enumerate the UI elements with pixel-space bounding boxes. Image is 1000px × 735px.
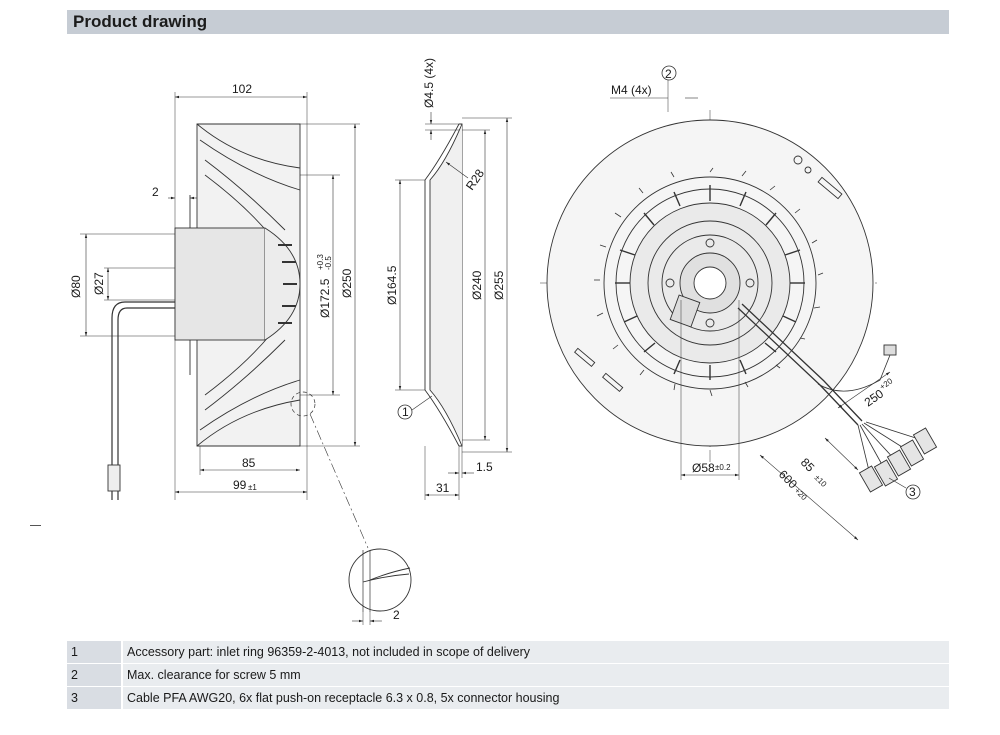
note-row: 3 Cable PFA AWG20, 6x flat push-on recep…	[67, 687, 949, 710]
dim-outer-dia: Ø250	[340, 268, 354, 298]
note-text: Cable PFA AWG20, 6x flat push-on recepta…	[123, 687, 949, 709]
note-text: Max. clearance for screw 5 mm	[123, 664, 949, 686]
dim-hole: Ø4.5 (4x)	[422, 58, 436, 108]
dim-cable-85: 85	[798, 455, 818, 475]
dim-hub-dia: Ø80	[69, 275, 83, 298]
dim-rotor-tol-up: +0.3	[316, 254, 325, 270]
note-row: 1 Accessory part: inlet ring 96359-2-401…	[67, 641, 949, 664]
note-number: 2	[67, 664, 121, 686]
dim-ring-thickness: 1.5	[476, 460, 493, 474]
callout-3: 3	[909, 485, 916, 499]
side-view-labels: 102 2 Ø80 Ø27 Ø172.5 +0.3 -0.5 Ø250 85 9…	[69, 82, 354, 492]
section-header: Product drawing	[67, 10, 949, 34]
margin-mark	[30, 525, 41, 526]
dim-thread: M4 (4x)	[611, 83, 652, 97]
side-view	[80, 92, 369, 549]
detail-view	[348, 548, 412, 625]
dim-mid-dia: Ø240	[470, 270, 484, 300]
front-view	[540, 65, 938, 541]
dim-rotor-tol-low: -0.5	[324, 256, 333, 270]
dim-gap-2: 2	[152, 185, 159, 199]
note-number: 3	[67, 687, 121, 709]
dim-detail-gap: 2	[393, 608, 400, 622]
dim-hub-58-tol: ±0.2	[715, 463, 731, 472]
dim-width-102: 102	[232, 82, 252, 96]
dim-cable-85-tol: ±10	[813, 473, 829, 489]
dim-depth-85: 85	[242, 456, 256, 470]
technical-drawing: 102 2 Ø80 Ø27 Ø172.5 +0.3 -0.5 Ø250 85 9…	[69, 58, 938, 625]
dim-ring-width: 31	[436, 481, 450, 495]
dim-rotor-dia: Ø172.5	[318, 278, 332, 318]
notes-table: 1 Accessory part: inlet ring 96359-2-401…	[67, 641, 949, 710]
note-row: 2 Max. clearance for screw 5 mm	[67, 664, 949, 687]
dim-radius: R28	[463, 166, 487, 192]
note-number: 1	[67, 641, 121, 663]
inlet-ring-view	[395, 112, 512, 500]
dim-total-depth-tol: ±1	[248, 483, 257, 492]
dim-hub-58: Ø58	[692, 461, 715, 475]
callout-1: 1	[402, 405, 409, 419]
dim-inlet-dia: Ø164.5	[385, 265, 399, 305]
dim-ring-outer-dia: Ø255	[492, 270, 506, 300]
dim-total-depth: 99	[233, 478, 247, 492]
callout-2: 2	[665, 67, 672, 81]
note-text: Accessory part: inlet ring 96359-2-4013,…	[123, 641, 949, 663]
section-title: Product drawing	[73, 12, 208, 31]
dim-cable-600-tol: +20	[793, 486, 809, 502]
dim-shaft-dia: Ø27	[92, 272, 106, 295]
